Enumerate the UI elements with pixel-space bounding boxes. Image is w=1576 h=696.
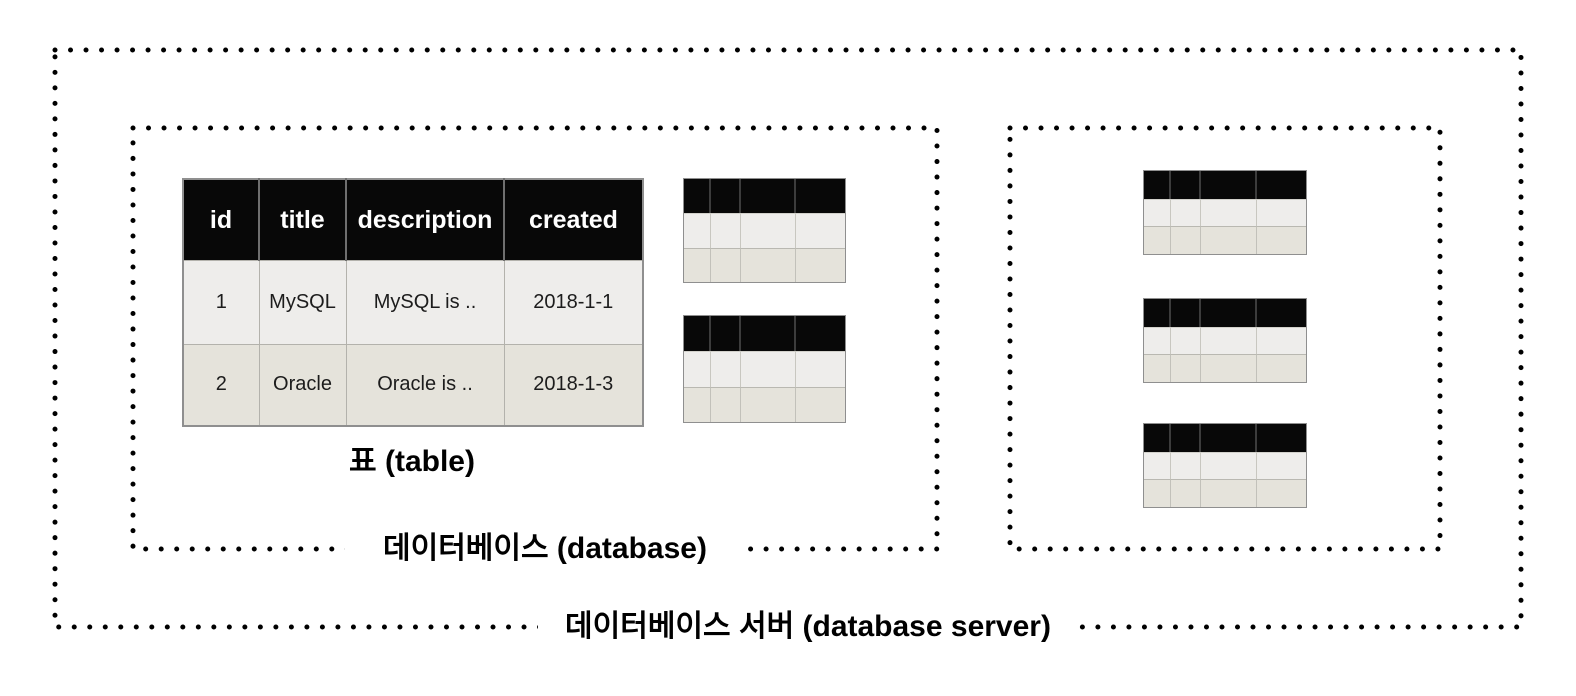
- cell-description: Oracle is ..: [345, 344, 505, 426]
- column-header-description: description: [346, 179, 505, 261]
- cell-created: 2018-1-3: [503, 344, 644, 426]
- data-table: id title description created 1 MySQL MyS…: [182, 178, 644, 427]
- table-header-row: id title description created: [183, 179, 643, 261]
- database-box-2-border: [1007, 125, 1443, 552]
- cell-created: 2018-1-1: [503, 260, 644, 345]
- column-header-id: id: [183, 179, 260, 261]
- column-header-title: title: [259, 179, 347, 261]
- table-icon: [1143, 423, 1307, 508]
- table-icon: [683, 315, 846, 423]
- cell-id: 2: [182, 344, 260, 426]
- table-icon: [1143, 170, 1307, 255]
- table-caption: 표 (table): [349, 445, 475, 478]
- database-box-label: 데이터베이스 (database): [345, 530, 745, 568]
- table-row-oracle: 2 Oracle Oracle is .. 2018-1-3: [182, 344, 644, 426]
- table-icon: [1143, 298, 1307, 383]
- cell-title: Oracle: [258, 344, 347, 426]
- table-icon: [683, 178, 846, 283]
- cell-description: MySQL is ..: [345, 260, 505, 345]
- cell-title: MySQL: [258, 260, 347, 345]
- column-header-created: created: [504, 179, 643, 261]
- table-row-mysql: 1 MySQL MySQL is .. 2018-1-1: [182, 260, 644, 345]
- database-server-box-label: 데이터베이스 서버 (database server): [538, 608, 1078, 646]
- cell-id: 1: [182, 260, 260, 345]
